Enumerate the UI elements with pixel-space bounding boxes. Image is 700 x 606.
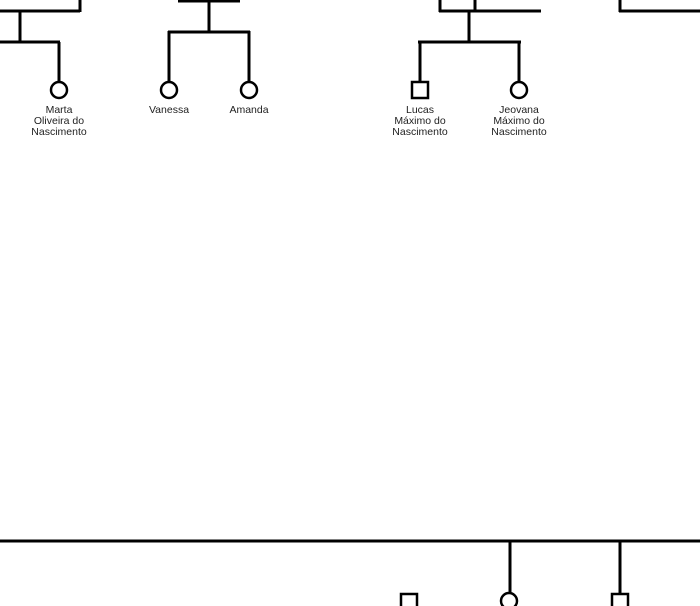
name-line: Máximo do <box>394 115 446 127</box>
person-label-jeovana: Jeovana Máximo do Nascimento <box>464 105 574 138</box>
person-label-vanessa: Vanessa <box>114 105 224 116</box>
name-line: Amanda <box>229 104 269 116</box>
female-symbol-amanda <box>239 80 259 100</box>
name-line: Vanessa <box>148 104 190 116</box>
name-line: Lucas <box>405 104 435 116</box>
person-label-lucas: Lucas Máximo do Nascimento <box>365 105 475 138</box>
male-symbol <box>610 592 630 606</box>
female-symbol-marta <box>49 80 69 100</box>
male-symbol-lucas <box>410 80 430 100</box>
name-line: Máximo do <box>493 115 545 127</box>
name-line: Nascimento <box>392 126 448 138</box>
female-symbol-jeovana <box>509 80 529 100</box>
name-line: Oliveira do <box>33 115 85 127</box>
female-symbol <box>499 591 519 606</box>
person-label-marta: Marta Oliveira do Nascimento <box>4 105 114 138</box>
name-line: Jeovana <box>499 104 539 116</box>
name-line: Nascimento <box>31 126 87 138</box>
person-label-amanda: Amanda <box>194 105 304 116</box>
male-symbol <box>399 592 419 606</box>
female-symbol-vanessa <box>159 80 179 100</box>
name-line: Marta <box>45 104 73 116</box>
name-line: Nascimento <box>491 126 547 138</box>
